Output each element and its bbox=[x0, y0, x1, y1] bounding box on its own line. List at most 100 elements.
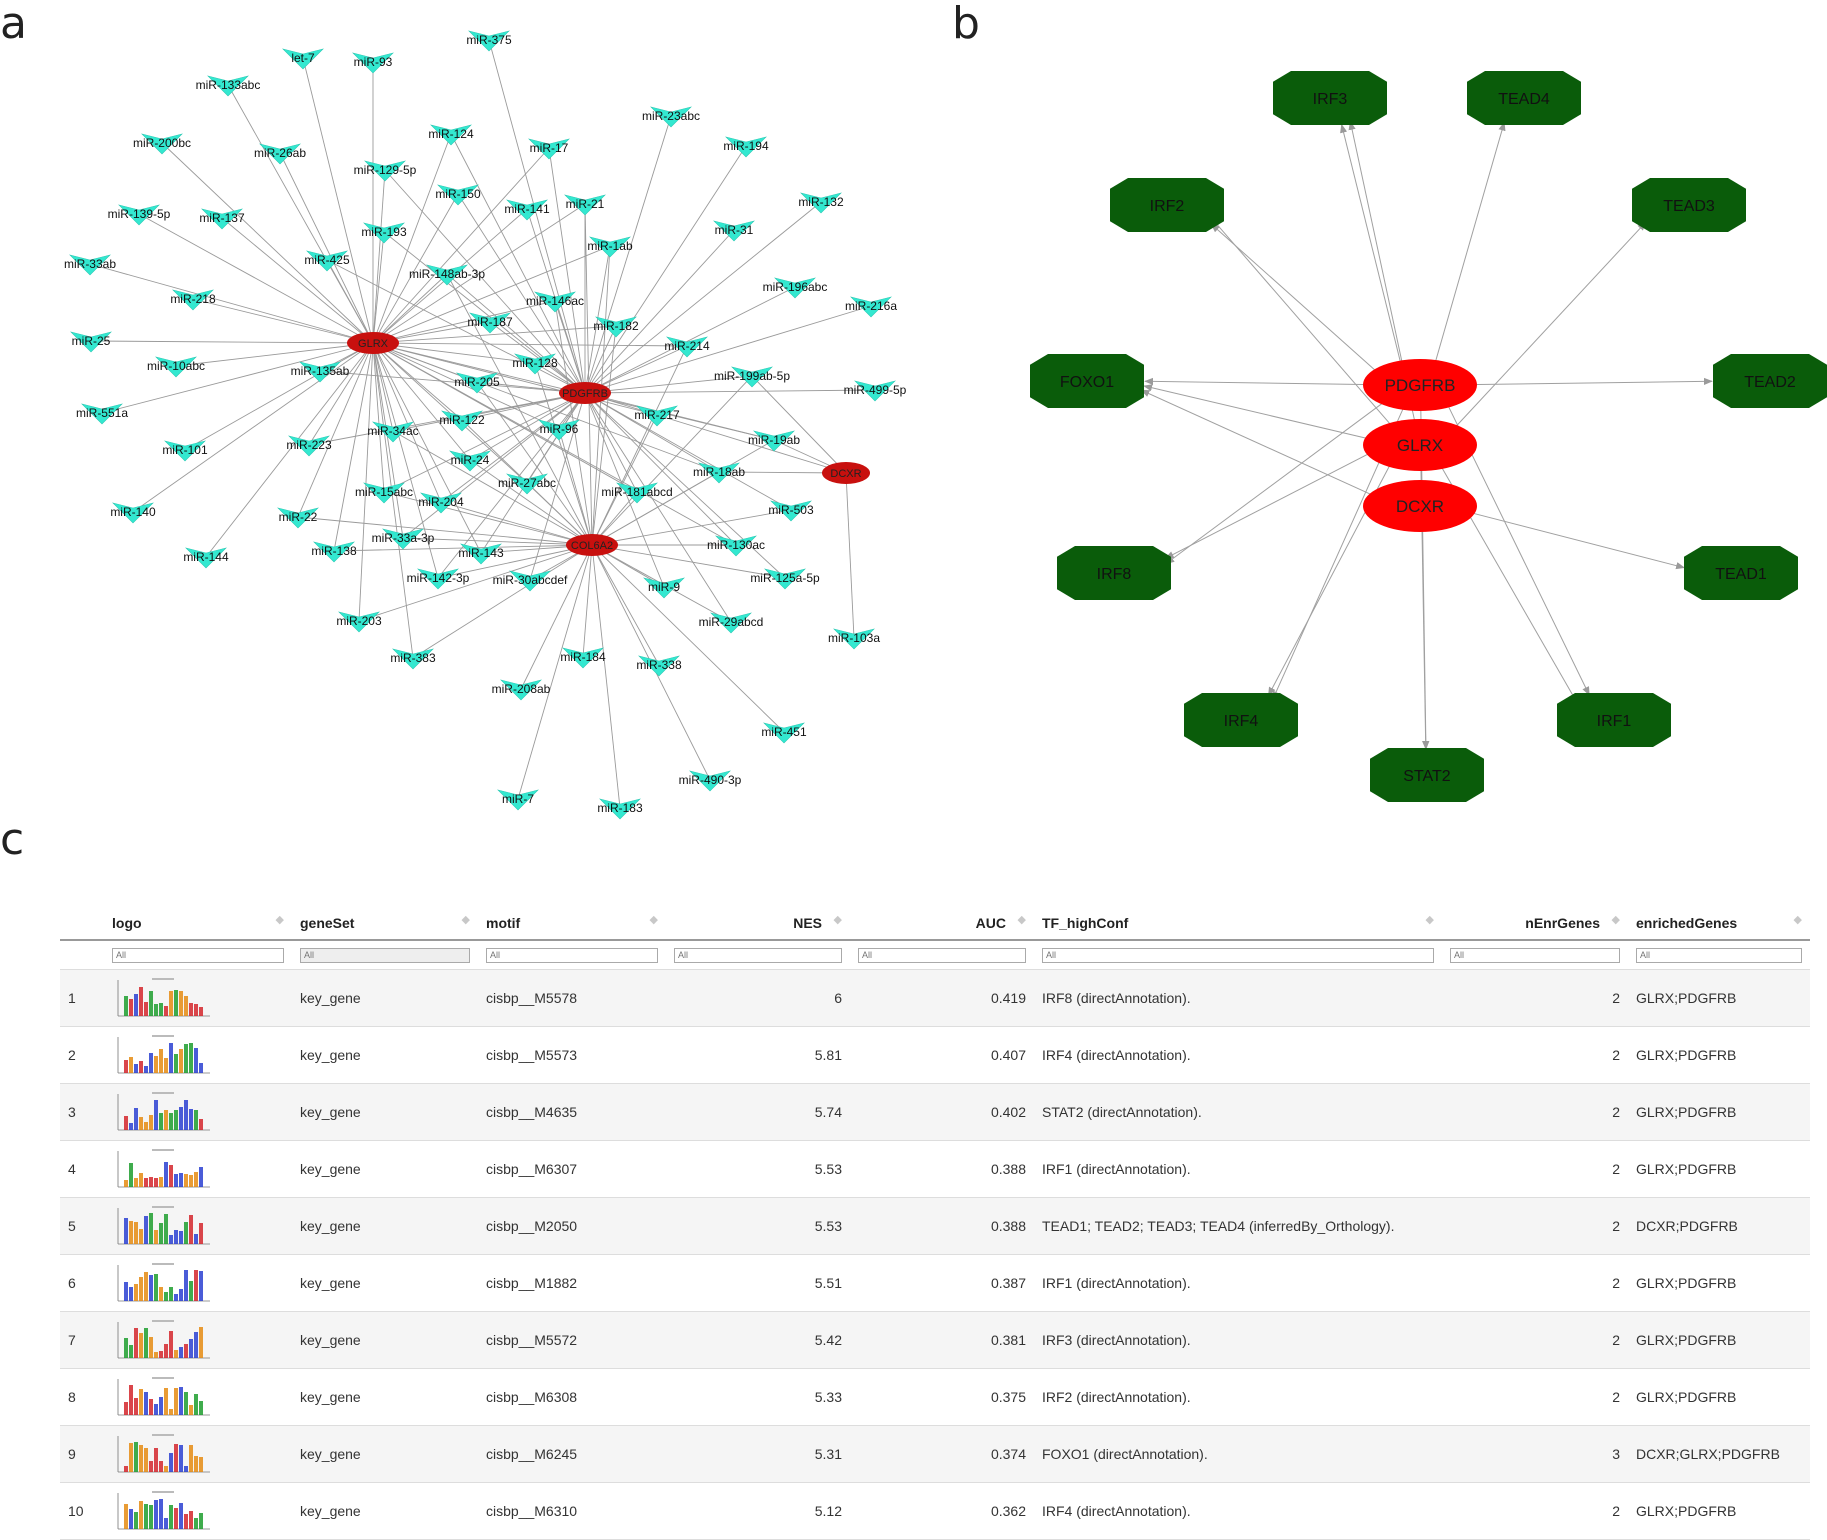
mirna-node[interactable]: miR-10abc bbox=[147, 356, 205, 378]
mirna-node[interactable]: miR-27abc bbox=[498, 473, 556, 495]
tf-node-tead4[interactable]: TEAD4 bbox=[1467, 71, 1581, 125]
mirna-node[interactable]: miR-181abcd bbox=[601, 482, 673, 504]
hub-node-glrx[interactable]: GLRX bbox=[347, 332, 399, 354]
column-header-auc[interactable]: AUC◆ bbox=[850, 905, 1034, 940]
mirna-node[interactable]: miR-21 bbox=[564, 194, 606, 216]
mirna-node[interactable]: miR-182 bbox=[593, 316, 639, 338]
tf-node-tead1[interactable]: TEAD1 bbox=[1684, 546, 1798, 600]
mirna-node[interactable]: miR-31 bbox=[713, 220, 755, 242]
mirna-node[interactable]: miR-7 bbox=[497, 789, 539, 811]
tf-node-stat2[interactable]: STAT2 bbox=[1370, 748, 1484, 802]
mirna-node[interactable]: miR-93 bbox=[352, 52, 394, 74]
mirna-node[interactable]: miR-141 bbox=[504, 199, 550, 221]
mirna-node[interactable]: miR-148ab-3p bbox=[409, 264, 485, 286]
mirna-node[interactable]: miR-133abc bbox=[196, 75, 261, 97]
mirna-node[interactable]: miR-18ab bbox=[693, 462, 745, 484]
mirna-node[interactable]: miR-375 bbox=[466, 30, 512, 52]
mirna-node[interactable]: miR-125a-5p bbox=[750, 568, 820, 590]
mirna-node[interactable]: miR-135ab bbox=[291, 361, 350, 383]
mirna-node[interactable]: miR-205 bbox=[454, 372, 500, 394]
sort-icon[interactable]: ◆ bbox=[1793, 914, 1802, 926]
mirna-node[interactable]: miR-140 bbox=[110, 502, 156, 524]
mirna-node[interactable]: miR-146ac bbox=[526, 291, 584, 313]
filter-input-tf_highconf[interactable] bbox=[1042, 947, 1434, 963]
hub-node-pdgfrb[interactable]: PDGFRB bbox=[559, 382, 611, 404]
mirna-node[interactable]: miR-124 bbox=[428, 124, 474, 146]
mirna-node[interactable]: miR-138 bbox=[311, 541, 357, 563]
mirna-node[interactable]: miR-1ab bbox=[587, 236, 633, 258]
mirna-node[interactable]: miR-144 bbox=[183, 547, 229, 569]
filter-input-nenrgenes[interactable] bbox=[1450, 947, 1620, 963]
mirna-node[interactable]: miR-122 bbox=[439, 410, 485, 432]
mirna-node[interactable]: miR-218 bbox=[170, 289, 216, 311]
mirna-node[interactable]: miR-142-3p bbox=[407, 568, 470, 590]
mirna-node[interactable]: miR-24 bbox=[449, 450, 491, 472]
mirna-node[interactable]: miR-503 bbox=[768, 500, 814, 522]
filter-input-enrichedgenes[interactable] bbox=[1636, 947, 1802, 963]
mirna-node[interactable]: miR-33ab bbox=[64, 254, 116, 276]
key-gene-pdgfrb[interactable]: PDGFRB bbox=[1363, 359, 1477, 411]
column-header-nes[interactable]: NES◆ bbox=[666, 905, 850, 940]
column-header-geneset[interactable]: geneSet◆ bbox=[292, 905, 478, 940]
column-header-motif[interactable]: motif◆ bbox=[478, 905, 666, 940]
sort-icon[interactable]: ◆ bbox=[275, 914, 284, 926]
mirna-node[interactable]: miR-33a-3p bbox=[372, 528, 435, 550]
mirna-node[interactable]: miR-383 bbox=[390, 648, 436, 670]
mirna-node[interactable]: miR-196abc bbox=[763, 277, 828, 299]
filter-input-geneset[interactable] bbox=[300, 947, 470, 963]
mirna-node[interactable]: miR-129-5p bbox=[354, 160, 417, 182]
mirna-node[interactable]: miR-15abc bbox=[355, 482, 413, 504]
filter-input-motif[interactable] bbox=[486, 947, 658, 963]
mirna-node[interactable]: miR-425 bbox=[304, 250, 350, 272]
mirna-node[interactable]: miR-22 bbox=[277, 507, 319, 529]
tf-node-irf3[interactable]: IRF3 bbox=[1273, 71, 1387, 125]
mirna-node[interactable]: miR-30abcdef bbox=[493, 570, 568, 592]
mirna-node[interactable]: let-7 bbox=[282, 48, 324, 70]
mirna-node[interactable]: miR-17 bbox=[528, 138, 570, 160]
tf-node-foxo1[interactable]: FOXO1 bbox=[1030, 354, 1144, 408]
mirna-node[interactable]: miR-223 bbox=[286, 435, 332, 457]
mirna-node[interactable]: miR-216a bbox=[845, 296, 897, 318]
mirna-node[interactable]: miR-499-5p bbox=[844, 380, 907, 402]
filter-input-nes[interactable] bbox=[674, 947, 842, 963]
column-header-nenrgenes[interactable]: nEnrGenes◆ bbox=[1442, 905, 1628, 940]
tf-node-irf8[interactable]: IRF8 bbox=[1057, 546, 1171, 600]
tf-node-irf4[interactable]: IRF4 bbox=[1184, 693, 1298, 747]
column-header-logo[interactable]: logo◆ bbox=[104, 905, 292, 940]
mirna-node[interactable]: miR-9 bbox=[643, 577, 685, 599]
tf-node-tead3[interactable]: TEAD3 bbox=[1632, 178, 1746, 232]
mirna-node[interactable]: miR-203 bbox=[336, 611, 382, 633]
sort-icon[interactable]: ◆ bbox=[1611, 914, 1620, 926]
mirna-node[interactable]: miR-101 bbox=[162, 440, 208, 462]
sort-icon[interactable]: ◆ bbox=[649, 914, 658, 926]
mirna-node[interactable]: miR-143 bbox=[458, 543, 504, 565]
mirna-node[interactable]: miR-23abc bbox=[642, 106, 700, 128]
sort-icon[interactable]: ◆ bbox=[1425, 914, 1434, 926]
mirna-node[interactable]: miR-183 bbox=[597, 798, 643, 820]
mirna-node[interactable]: miR-187 bbox=[467, 312, 513, 334]
column-header-enrichedgenes[interactable]: enrichedGenes◆ bbox=[1628, 905, 1810, 940]
mirna-node[interactable]: miR-132 bbox=[798, 192, 844, 214]
sort-icon[interactable]: ◆ bbox=[461, 914, 470, 926]
mirna-node[interactable]: miR-96 bbox=[538, 419, 580, 441]
mirna-node[interactable]: miR-184 bbox=[560, 647, 606, 669]
mirna-node[interactable]: miR-26ab bbox=[254, 143, 306, 165]
mirna-node[interactable]: miR-25 bbox=[70, 331, 112, 353]
sort-icon[interactable]: ◆ bbox=[833, 914, 842, 926]
mirna-node[interactable]: miR-193 bbox=[361, 222, 407, 244]
tf-node-tead2[interactable]: TEAD2 bbox=[1713, 354, 1827, 408]
mirna-node[interactable]: miR-214 bbox=[664, 336, 710, 358]
filter-input-auc[interactable] bbox=[858, 947, 1026, 963]
mirna-node[interactable]: miR-451 bbox=[761, 722, 807, 744]
mirna-node[interactable]: miR-19ab bbox=[748, 430, 800, 452]
sort-icon[interactable]: ◆ bbox=[1017, 914, 1026, 926]
mirna-node[interactable]: miR-194 bbox=[723, 136, 769, 158]
mirna-node[interactable]: miR-128 bbox=[512, 353, 558, 375]
